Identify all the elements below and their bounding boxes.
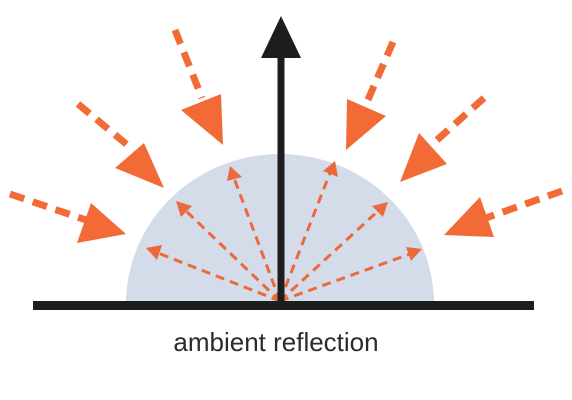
reflected-arrowhead-1 [146, 245, 162, 260]
incoming-ray-4 [363, 40, 397, 104]
incoming-ray-6 [484, 187, 564, 222]
reflected-ray-5 [278, 209, 380, 303]
reflected-ray-6 [279, 252, 411, 303]
reflected-arrowhead-5 [372, 202, 388, 217]
incoming-arrowhead-6 [444, 197, 494, 237]
reflected-ray-4 [278, 172, 332, 302]
reflected-arrowhead-6 [406, 247, 422, 261]
surface-normal-arrowhead [261, 16, 301, 58]
incoming-arrowhead-5 [400, 133, 447, 182]
reflected-arrowhead-4 [323, 161, 338, 177]
reflected-ray-1 [157, 251, 281, 303]
reflecting-surface [33, 301, 534, 310]
reflected-ray-2 [183, 208, 282, 303]
reflected-arrowheads [146, 161, 422, 261]
incoming-rays [8, 28, 564, 226]
reflected-arrowhead-2 [176, 201, 192, 217]
incoming-arrowheads [77, 94, 494, 243]
incoming-arrowhead-1 [77, 203, 126, 243]
incoming-ray-1 [8, 190, 94, 226]
incoming-arrowhead-2 [115, 143, 164, 188]
reflected-rays [157, 172, 411, 303]
incoming-ray-3 [171, 28, 206, 100]
incoming-arrowhead-4 [346, 99, 386, 150]
incoming-arrowhead-3 [181, 94, 223, 145]
reflected-ray-3 [232, 177, 282, 302]
incoming-ray-2 [75, 101, 134, 151]
reflected-arrowhead-3 [227, 166, 242, 181]
incoming-ray-5 [425, 95, 487, 151]
diagram-caption: ambient reflection [173, 327, 378, 357]
